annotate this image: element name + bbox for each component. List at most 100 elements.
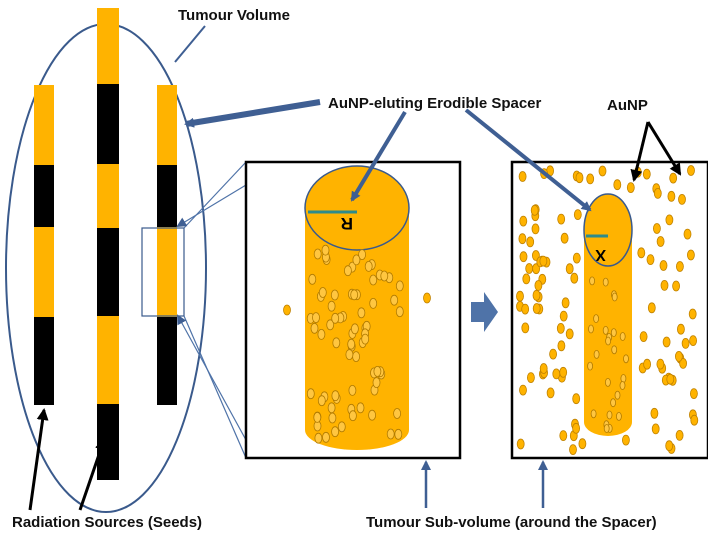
zoom-connector-line (183, 161, 247, 229)
zoom-connector-line (177, 314, 247, 441)
aunp-particle (322, 431, 330, 443)
aunp-particle (676, 261, 684, 272)
aunp-particle (619, 332, 626, 341)
aunp-particle (572, 422, 580, 434)
aunp-particle (390, 294, 399, 306)
aunp-particle (677, 323, 685, 335)
seed-black (34, 165, 54, 227)
aunp-particle (659, 260, 668, 271)
aunp-particle (310, 322, 319, 334)
zoom-connector-line (183, 315, 247, 459)
aunp-particle (683, 228, 692, 240)
aunp-particle (688, 308, 697, 320)
aunp-particle (526, 236, 535, 248)
aunp-particle (623, 354, 629, 364)
pointer-spacer-initial (350, 110, 407, 202)
aunp-particle (549, 348, 557, 360)
aunp-particle (395, 306, 404, 318)
aunp-particle (662, 336, 671, 348)
aunp-particle (306, 388, 315, 400)
aunp-particle (637, 247, 646, 259)
aunp-particle (614, 390, 621, 400)
aunp-particle (669, 172, 678, 184)
aunp-particle (368, 409, 377, 421)
aunp-particle (610, 328, 617, 338)
label-tumour-volume: Tumour Volume (178, 7, 290, 24)
aunp-particle (642, 168, 651, 180)
aunp-particle (345, 349, 354, 361)
seed-black (97, 404, 119, 480)
aunp-particle (646, 254, 655, 266)
aunp-particle (593, 314, 599, 324)
aunp-particle (317, 395, 326, 407)
aunp-particle (312, 312, 320, 324)
aunp-particle (532, 263, 540, 275)
radius-label-eroded: X (595, 246, 606, 263)
aunp-particle (527, 372, 535, 384)
aunp-particle (328, 412, 337, 424)
aunp-particle (348, 384, 357, 396)
aunp-particle (559, 310, 568, 322)
aunp-particle (561, 297, 570, 309)
aunp-particle (589, 276, 595, 286)
radius-label-initial: R (341, 214, 353, 233)
aunp-particle (619, 381, 626, 390)
aunp-particle (321, 244, 330, 256)
aunp-particle (689, 335, 697, 347)
aunp-particle (317, 328, 326, 340)
aunp-particle (675, 429, 684, 441)
label-seeds: Radiation Sources (Seeds) (12, 514, 202, 531)
seed-gold (97, 164, 119, 228)
pointer-seeds (28, 408, 49, 511)
seed-black (97, 84, 119, 164)
label-aunp: AuNP (607, 97, 648, 114)
aunp-particle (605, 377, 611, 387)
aunp-particle (598, 165, 607, 177)
aunp-particle (337, 421, 346, 433)
transition-arrow (471, 292, 498, 332)
aunp-particle (356, 402, 365, 414)
aunp-particle (361, 333, 370, 345)
aunp-particle (521, 303, 530, 315)
aunp-particle (331, 390, 340, 402)
aunp-particle (587, 361, 593, 371)
seed-gold (34, 227, 54, 317)
aunp-particle (590, 409, 597, 419)
seed-gold (97, 316, 119, 404)
aunp-particle (557, 340, 566, 352)
aunp-particle (519, 251, 528, 263)
aunp-particle (557, 213, 566, 225)
aunp-particle (681, 337, 690, 349)
aunp-particle (690, 388, 698, 400)
aunp-particle (539, 363, 548, 374)
aunp-particle (373, 365, 382, 377)
aunp-particle (521, 322, 530, 334)
aunp-particle (679, 357, 687, 369)
aunp-particle (588, 324, 594, 334)
aunp-particle (283, 304, 291, 316)
aunp-particle (687, 165, 695, 176)
aunp-particle (672, 280, 680, 292)
seed-gold (157, 85, 177, 165)
aunp-particle (610, 398, 616, 408)
aunp-particle (314, 432, 323, 444)
spacer-cylinder-initial (304, 165, 410, 450)
aunp-particle (331, 426, 340, 438)
aunp-particle (386, 428, 395, 440)
aunp-particle (651, 423, 660, 435)
aunp-particle (369, 297, 378, 309)
spacer-cylinder-eroded (583, 193, 633, 436)
aunp-particle (327, 402, 336, 414)
pointer-spacer-strand (184, 99, 321, 128)
aunp-particle (660, 279, 669, 291)
aunp-particle (350, 323, 359, 335)
aunp-particle (313, 411, 322, 423)
aunp-particle (330, 289, 339, 301)
aunp-particle (602, 277, 609, 287)
aunp-particle (573, 209, 582, 221)
aunp-particle (308, 273, 317, 285)
aunp-particle (358, 249, 367, 261)
aunp-particle (611, 345, 618, 355)
aunp-particle (570, 272, 579, 284)
